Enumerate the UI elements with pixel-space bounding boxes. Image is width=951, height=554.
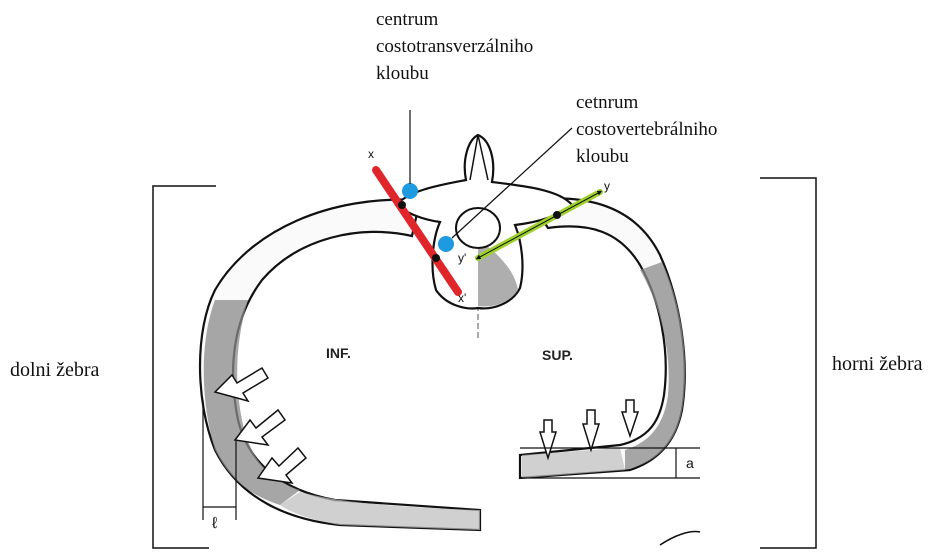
joint-point: [398, 201, 406, 209]
motion-arrow: [622, 400, 638, 436]
inf-label: INF.: [326, 345, 351, 361]
upper-rib-shade: [625, 262, 685, 470]
motion-arrow: [583, 410, 599, 450]
x-axis-label: x: [368, 147, 374, 161]
joint-point: [553, 211, 561, 219]
corner-mark: [660, 532, 700, 545]
dimension-a-label: a: [686, 455, 694, 471]
costovertebral-joint-center: [438, 236, 454, 252]
sup-label: SUP.: [542, 347, 573, 363]
right-bracket: [760, 178, 816, 548]
motion-arrow: [258, 448, 306, 483]
joint-point: [432, 254, 440, 262]
costotransverse-joint-center: [402, 183, 418, 199]
dimension-l-label: ℓ: [212, 515, 217, 532]
lower-rib-shade-bottom: [280, 492, 480, 530]
y-prime-axis-label: y': [458, 251, 466, 265]
y-axis-label: y: [604, 179, 610, 193]
x-prime-axis-label: x': [458, 291, 466, 305]
